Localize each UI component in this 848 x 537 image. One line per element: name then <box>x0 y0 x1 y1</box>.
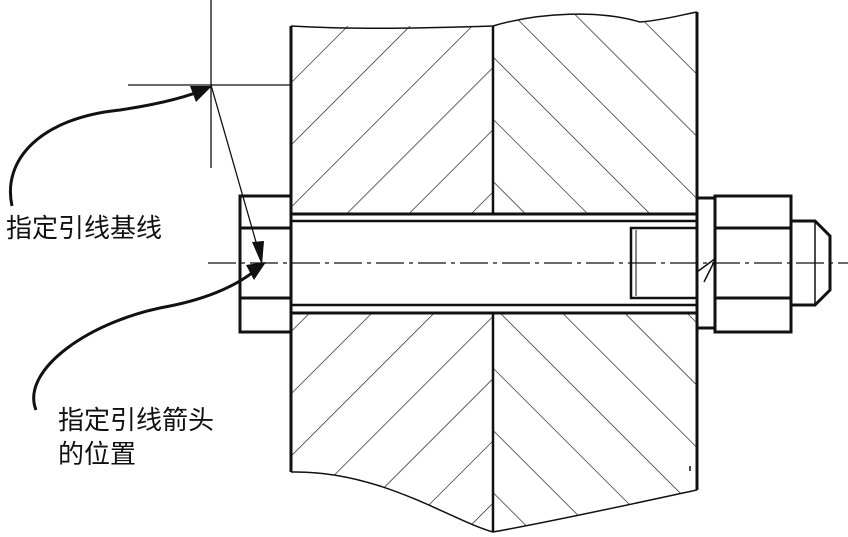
pointer-curves <box>9 86 259 411</box>
label-arrow-position: 指定引线箭头 的位置 <box>58 404 214 472</box>
right-plate-lower <box>493 313 697 532</box>
label-arrow-position-line1: 指定引线箭头 <box>58 406 215 436</box>
label-arrow-position-line2: 的位置 <box>58 440 137 470</box>
pointer-arrowheads <box>190 86 266 280</box>
left-plate-upper <box>291 26 493 214</box>
plate-outlines <box>289 11 699 533</box>
leader-construction <box>128 0 291 264</box>
leader-arrowheads <box>252 241 264 265</box>
right-plate-upper <box>493 12 697 214</box>
bolt-head <box>238 194 293 334</box>
label-leader-baseline: 指定引线基线 <box>6 214 163 244</box>
left-plate-lower <box>291 313 493 532</box>
nut-assembly <box>695 194 832 334</box>
leader-line <box>210 84 263 264</box>
